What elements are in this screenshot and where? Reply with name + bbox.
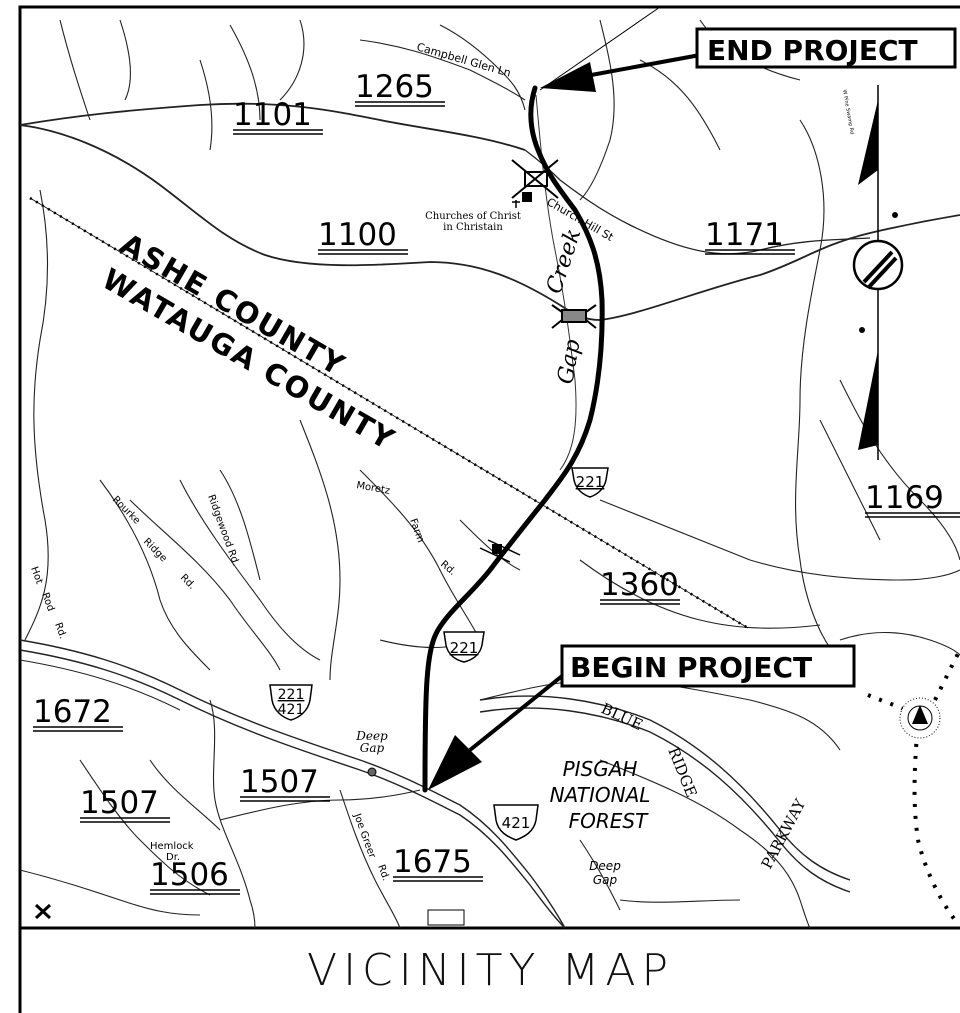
route-1101: 1101 bbox=[233, 97, 312, 133]
svg-text:PARKWAY: PARKWAY bbox=[758, 795, 810, 872]
svg-text:NATIONAL: NATIONAL bbox=[550, 783, 651, 807]
svg-text:221: 221 bbox=[278, 687, 305, 703]
us-221-shield-south: 221 bbox=[443, 631, 485, 663]
svg-text:Farm: Farm bbox=[407, 517, 426, 544]
route-1100: 1100 bbox=[318, 217, 397, 253]
church-icon bbox=[512, 192, 532, 208]
end-project-box bbox=[695, 27, 957, 69]
svg-text:W Pine Swamp Rd: W Pine Swamp Rd bbox=[841, 89, 855, 135]
forest-label: PISGAH bbox=[563, 757, 638, 781]
svg-text:in Christain: in Christain bbox=[443, 222, 503, 233]
map-title: VICINITY MAP bbox=[306, 945, 674, 996]
airport-icon bbox=[899, 697, 941, 739]
us-421-shield: 421 bbox=[493, 804, 539, 841]
svg-text:Joe Greer: Joe Greer bbox=[351, 811, 378, 860]
us-221-421-shield: 221 421 bbox=[269, 684, 313, 721]
route-1265: 1265 bbox=[355, 69, 434, 105]
svg-text:221: 221 bbox=[450, 639, 479, 657]
route-numbers: 1265 1101 1100 1171 1169 1360 1672 1507 … bbox=[33, 69, 960, 895]
bridge-icon bbox=[479, 539, 521, 563]
svg-text:Moretz: Moretz bbox=[355, 480, 390, 497]
svg-text:Gap: Gap bbox=[360, 741, 385, 755]
end-project-label: END PROJECT bbox=[707, 34, 918, 67]
creek-label: Creek bbox=[542, 226, 586, 297]
svg-text:221: 221 bbox=[576, 473, 605, 491]
svg-text:RIDGE: RIDGE bbox=[664, 745, 700, 800]
small-structure bbox=[427, 909, 465, 926]
road-network bbox=[19, 19, 960, 929]
watauga-county-label: WATAUGA COUNTY bbox=[97, 262, 402, 458]
title-band: VICINITY MAP bbox=[21, 928, 960, 1013]
svg-text:Hot: Hot bbox=[28, 565, 44, 585]
route-1675: 1675 bbox=[393, 844, 472, 880]
begin-project-arrow bbox=[428, 670, 569, 790]
route-1169: 1169 bbox=[865, 480, 944, 516]
map-border bbox=[18, 5, 960, 1013]
road-labels: Campbell Glen Ln Church Hill St Moretz F… bbox=[28, 40, 855, 882]
project-route bbox=[422, 85, 605, 793]
svg-text:421: 421 bbox=[278, 702, 305, 718]
svg-text:Rd.: Rd. bbox=[52, 621, 68, 640]
church-label: Churches of Christ bbox=[425, 211, 521, 222]
svg-text:Dr.: Dr. bbox=[166, 852, 180, 863]
route-1171: 1171 bbox=[705, 217, 784, 253]
route-1360: 1360 bbox=[600, 567, 679, 603]
route-1507-west: 1507 bbox=[80, 785, 159, 821]
parkway-label: BLUE bbox=[598, 699, 645, 734]
svg-text:Rourke: Rourke bbox=[110, 494, 142, 526]
gap-label: Gap bbox=[553, 338, 585, 386]
svg-text:Rd.: Rd. bbox=[178, 572, 197, 591]
svg-text:Deep: Deep bbox=[589, 859, 621, 873]
bridge-icon bbox=[551, 304, 597, 329]
airport-dotted-path bbox=[867, 649, 960, 922]
north-arrow-icon bbox=[852, 85, 904, 460]
airport-icon bbox=[34, 903, 52, 920]
svg-text:Hemlock: Hemlock bbox=[150, 841, 194, 852]
svg-text:421: 421 bbox=[502, 814, 531, 832]
county-line bbox=[29, 196, 749, 630]
route-1506: 1506 bbox=[150, 857, 229, 893]
us-221-shield-north: 221 bbox=[571, 467, 609, 498]
church-icon bbox=[492, 544, 502, 554]
deep-gap-marker bbox=[367, 767, 377, 777]
svg-text:Rd.: Rd. bbox=[375, 863, 391, 882]
begin-project-label: BEGIN PROJECT bbox=[570, 651, 812, 684]
svg-text:FOREST: FOREST bbox=[569, 809, 649, 833]
end-project-arrow bbox=[539, 6, 701, 92]
svg-text:Rd.: Rd. bbox=[438, 559, 458, 578]
bridge-icon bbox=[511, 159, 559, 199]
svg-text:Gap: Gap bbox=[593, 873, 618, 887]
route-1507-east: 1507 bbox=[240, 764, 319, 800]
svg-text:Deep: Deep bbox=[355, 729, 388, 743]
begin-project-box bbox=[560, 644, 856, 688]
route-1672: 1672 bbox=[33, 694, 112, 730]
svg-text:Ridge: Ridge bbox=[141, 536, 169, 564]
svg-text:Ridgewood Rd.: Ridgewood Rd. bbox=[205, 493, 241, 567]
place-labels: Churches of Christ in Christain Gap Cree… bbox=[355, 211, 810, 887]
